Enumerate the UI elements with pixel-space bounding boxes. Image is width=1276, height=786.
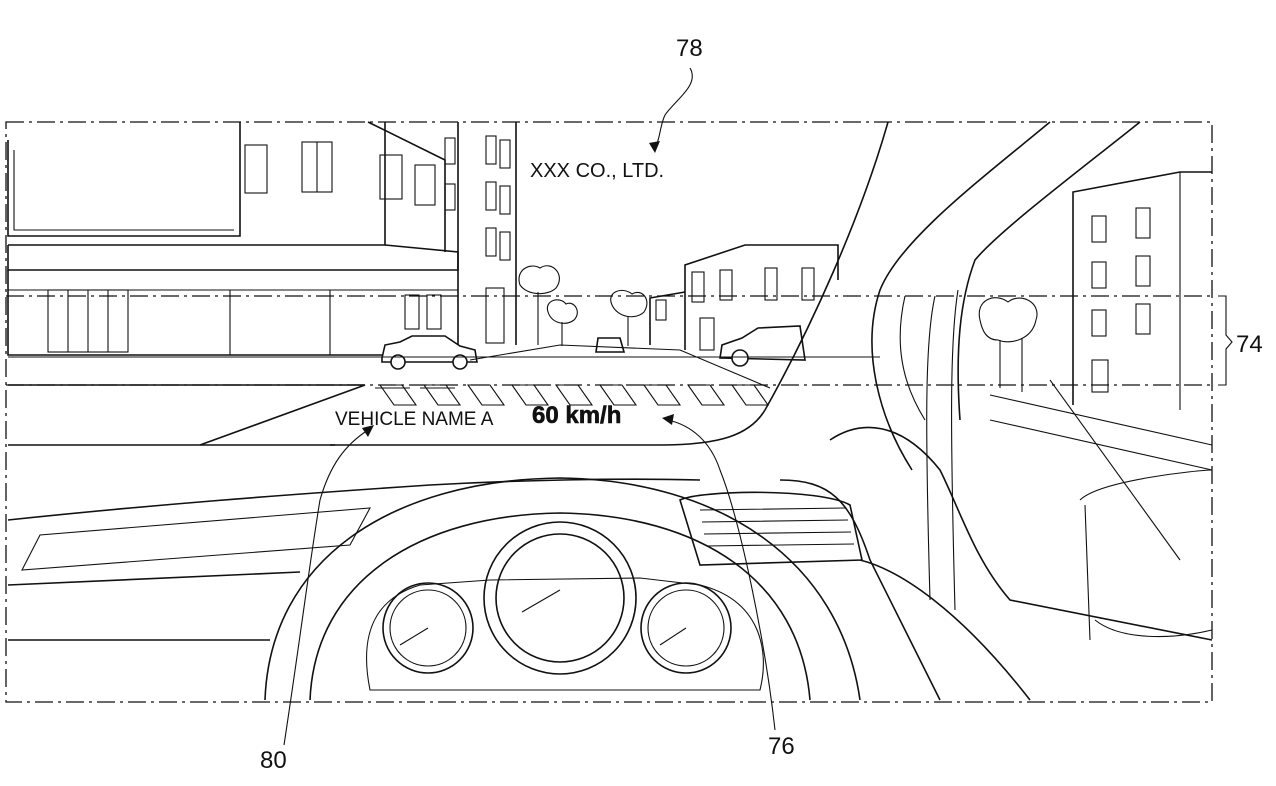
hud-vehicle-name: VEHICLE NAME A (335, 409, 494, 430)
door-panel (1079, 469, 1213, 641)
crosswalk-stripe (422, 384, 462, 406)
crosswalk-stripe (598, 384, 638, 406)
parked-cars (381, 325, 806, 370)
road (8, 344, 771, 446)
arrow-78 (649, 141, 660, 153)
display-frame (5, 121, 1213, 703)
center-buildings (649, 244, 839, 351)
crosswalk-stripe (730, 384, 770, 406)
crosswalk-stripe (642, 384, 682, 406)
bracket-74 (1218, 295, 1233, 386)
leader-78 (654, 67, 693, 149)
instrument-cluster (365, 521, 764, 691)
a-pillar (330, 121, 1213, 641)
ref-label-80: 80 (260, 747, 287, 774)
ref-label-78: 78 (676, 35, 703, 62)
steering-wheel (264, 477, 861, 701)
crosswalk-stripe (466, 384, 506, 406)
ref-label-76: 76 (768, 733, 795, 760)
leader-80 (283, 429, 369, 746)
left-buildings (7, 121, 517, 356)
ref-label-74: 74 (1236, 331, 1263, 358)
arrow-76 (662, 414, 674, 425)
right-building (989, 171, 1213, 561)
crosswalk-stripe (686, 384, 726, 406)
hud-company-text: XXX CO., LTD. (530, 160, 664, 182)
hud-speed: 60 km/h (532, 402, 621, 429)
roadside-trees (518, 265, 1038, 392)
dashboard (7, 478, 1031, 701)
arrow-80 (362, 425, 374, 437)
leader-76 (667, 419, 776, 731)
